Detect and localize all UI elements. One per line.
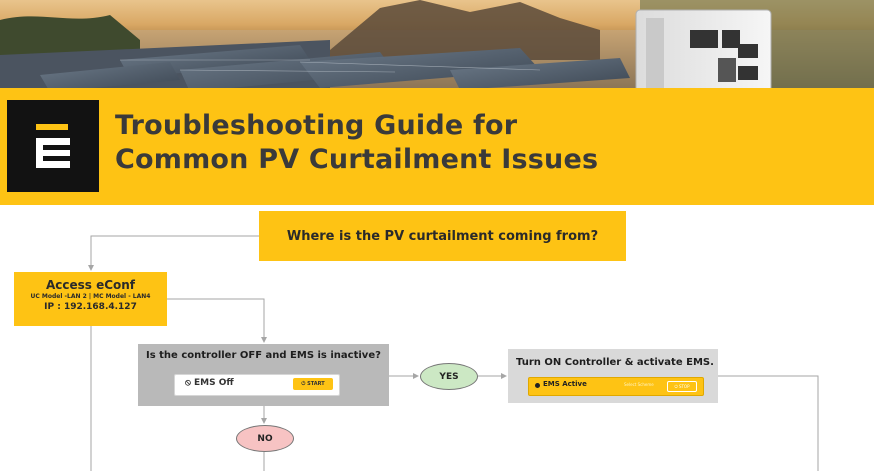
status-dot-icon: [535, 383, 540, 388]
power-icon: ⏻: [674, 384, 678, 389]
select-scheme-label[interactable]: Select Scheme: [624, 382, 654, 387]
title-line-2: Common PV Curtailment Issues: [115, 144, 599, 175]
ems-off-chip: ⦸ EMS Off ⏻ START: [174, 374, 340, 396]
access-ip: IP : 192.168.4.127: [44, 302, 137, 312]
access-title: Access eConf: [45, 278, 136, 292]
e-logo-icon: [7, 100, 99, 192]
controller-question-text: Is the controller OFF and EMS is inactiv…: [146, 350, 381, 361]
ems-active-chip: EMS Active Select Scheme ⏻ STOP: [528, 377, 704, 396]
power-off-icon: ⦸: [185, 378, 191, 388]
controller-question-box: Is the controller OFF and EMS is inactiv…: [138, 344, 389, 406]
start-button[interactable]: ⏻ START: [293, 378, 333, 390]
turn-on-action-box: Turn ON Controller & activate EMS. EMS A…: [508, 349, 718, 403]
turn-on-text: Turn ON Controller & activate EMS.: [516, 357, 714, 368]
power-icon: ⏻: [301, 381, 306, 387]
stop-button[interactable]: ⏻ STOP: [667, 381, 697, 392]
title-banner: [0, 88, 874, 205]
yes-answer: YES: [420, 363, 478, 390]
access-models: UC Model -LAN 2 | MC Model - LAN4: [30, 293, 151, 300]
access-econf-box: Access eConf UC Model -LAN 2 | MC Model …: [14, 272, 167, 326]
logo-glyph: [36, 124, 70, 168]
page-title: Troubleshooting Guide for Common PV Curt…: [115, 109, 598, 177]
ems-active-label: EMS Active: [543, 380, 587, 388]
main-question-box: Where is the PV curtailment coming from?: [259, 211, 626, 261]
no-answer: NO: [236, 425, 294, 452]
title-line-1: Troubleshooting Guide for: [115, 110, 518, 141]
ems-off-label: ⦸ EMS Off: [185, 378, 234, 388]
